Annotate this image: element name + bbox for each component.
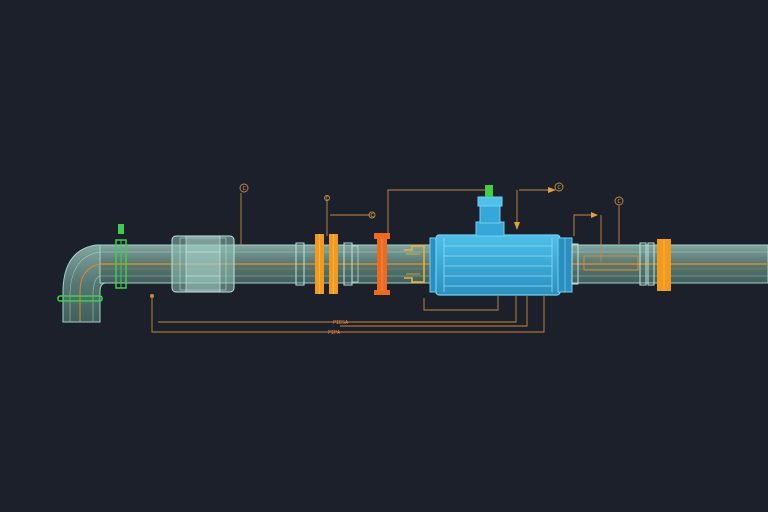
bracket-fitting [404,245,425,283]
callout-bubble-1: C [239,183,249,193]
svg-text:C: C [243,186,247,192]
svg-text:C: C [618,199,622,205]
pipe-coupling-1 [171,235,235,293]
orange-flange-pair [315,234,338,294]
svg-text:C: C [558,185,562,191]
meter-top-actuator [475,185,505,237]
pipe-ring-right [571,242,655,286]
leader-lines [151,189,620,333]
callout-bubble-2: C [368,211,376,219]
green-coupling [57,224,127,302]
leader-arrows [514,187,598,230]
orange-flange-right [657,239,671,291]
callout-bubble-5: C [324,195,330,202]
svg-text:C: C [371,213,375,219]
pipe-elbow [62,244,107,323]
blue-meter-body [429,234,573,296]
callout-bubble-3: C [554,182,564,192]
leader-dot [150,294,154,298]
callout-bubble-4: C [614,196,624,206]
dimension-label-upper: PIESA [333,320,348,326]
red-orange-valve-flange [374,233,390,295]
inline-sensor-box [583,255,639,271]
svg-text:C: C [326,196,330,202]
dimension-label-lower: PIPA [328,330,340,336]
pipe-ring-pair [295,242,359,286]
